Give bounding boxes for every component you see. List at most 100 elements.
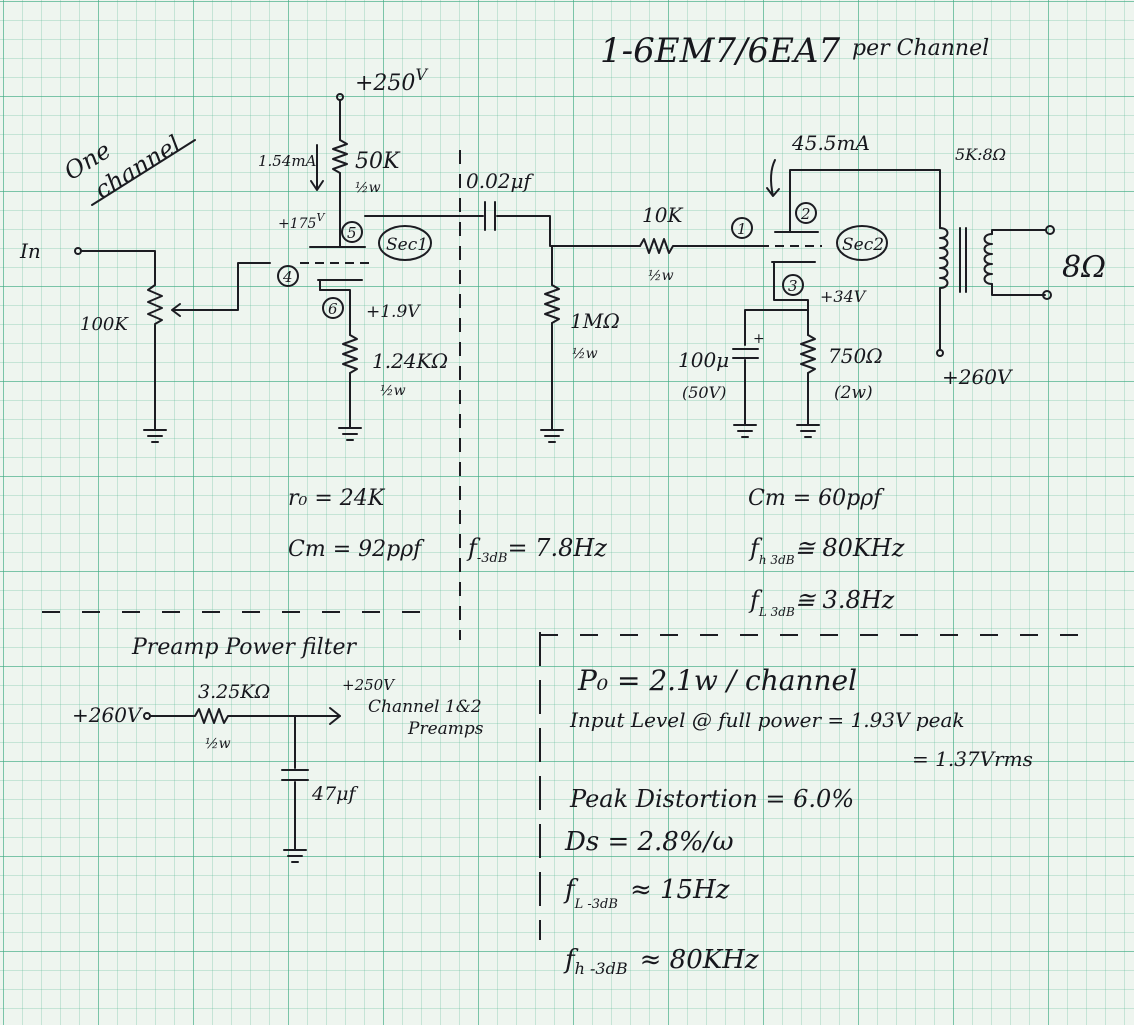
output-cathode-resistor-power: (2w) [834,383,873,403]
b-plus-voltage: +260V [942,365,1014,389]
input-wire [80,250,156,286]
grid-stopper [639,238,761,254]
grid2-pin-label: 1 [737,220,747,238]
spec-input-rms: = 1.37Vrms [912,747,1033,771]
spec-ds: Ds = 2.8%/ω [564,827,734,857]
plate-resistor [332,139,348,174]
output-current-arrow [766,159,780,197]
cathode1-pin-circle [322,297,344,319]
section1-label: Sec1 [386,235,428,255]
grid-pin-label: 4 [282,268,293,286]
transformer-ratio: 5K:8Ω [955,145,1006,164]
filter-resistor-power: ½w [205,736,231,752]
output-cm: Cm = 60pρf [748,486,885,511]
input-label: In [19,239,41,263]
pot-wiper-arrow [171,303,186,317]
plate1-pin-label: 5 [347,224,357,242]
plate-current: 1.54mA [258,152,317,170]
grid-pin-circle [277,265,299,287]
plate2-pin-circle [795,202,817,224]
bypass-ground-icon [733,424,757,438]
plate1-pin-circle [341,221,363,243]
cathode-resistor [342,334,358,374]
grid-stopper-value: 10K [642,203,683,227]
filter-capacitor [281,715,309,851]
plate2-pin-label: 2 [800,205,811,223]
transformer-core [959,227,967,293]
cathode1-pin-label: 6 [328,300,338,318]
bypass-cap-value: 100μ [678,348,729,372]
output-cathode-resistor [800,334,816,374]
transformer-primary [939,227,949,289]
plate-voltage: +175V [278,211,325,232]
output-cathode-voltage: +34V [820,287,867,306]
bypass-cap-voltage: (50V) [682,383,726,402]
preamp-cm: Cm = 92pρf [288,537,425,562]
filter-output-label-2: Preamps [407,719,484,739]
grid-leak-power: ½w [572,346,598,362]
channel-note-underline [91,139,196,206]
cathode2-pin-circle [782,274,804,296]
section1-bubble [378,225,432,261]
title: 1-6EM7/6EA7 [600,31,840,71]
cathode-voltage: +1.9V [366,302,421,322]
grid-wire [184,262,271,311]
filter-output-voltage: +250V [342,676,396,694]
output-plate-wire [789,169,941,233]
spec-input-level: Input Level @ full power = 1.93V peak [569,708,965,732]
b-plus-terminal [936,349,944,357]
cathode-resistor-value: 1.24KΩ [372,349,448,373]
section2-bubble [836,225,888,261]
transformer-secondary [983,233,993,285]
bypass-cap-wire [744,309,809,346]
coupling-wire-right [496,215,641,247]
grid-stopper-power: ½w [648,268,674,284]
output-fl: fL 3dB≅ 3.8Hz [748,586,895,619]
filter-output-label-1: Channel 1&2 [368,697,482,717]
preamp-ro: r₀ = 24K [288,486,386,511]
filter-cap-value: 47μf [311,783,359,805]
filter-ground-icon [283,849,307,863]
subtitle: per Channel [852,36,989,61]
coupling-cap-value: 0.02μf [466,169,535,193]
section2-label: Sec2 [842,235,884,255]
output-cathode-ground-icon [796,424,820,438]
filter-title: Preamp Power filter [131,635,357,660]
spec-po: P₀ = 2.1w / channel [577,664,857,697]
output-cathode-wire [773,271,809,336]
spec-distortion: Peak Distortion = 6.0% [569,785,854,813]
filter-output-arrow [329,707,341,725]
filter-resistor [149,708,341,724]
speaker-terminal-top [1045,225,1055,235]
bypass-cap-plus: + [753,331,765,347]
coupling-f3db: f-3dB= 7.8Hz [466,534,607,566]
plate-resistor-value: 50K [355,149,401,174]
pot-ground-icon [143,429,167,443]
grid-leak-resistor [544,284,560,324]
load-impedance: 8Ω [1062,250,1106,285]
plate-resistor-power: ½w [355,180,381,196]
cathode1-ground-icon [338,427,362,441]
speaker-terminal-bottom [1042,290,1052,300]
output-plate-current: 45.5mA [791,131,870,155]
pot-value: 100K [80,314,129,335]
grid-leak-ground-icon [540,429,564,443]
spec-fl: fL -3dB≈ 15Hz [563,875,730,912]
cathode1-wire [319,289,351,336]
output-cathode-resistor-value: 750Ω [828,344,883,368]
coupling-capacitor [484,201,496,231]
filter-resistor-value: 3.25KΩ [198,681,270,703]
output-fh: fh 3dB≅ 80KHz [748,534,905,567]
grid-leak-value: 1MΩ [570,309,620,333]
cathode2-pin-label: 3 [788,277,798,295]
filter-input: +260V [72,703,144,727]
secondary-wires [991,229,1046,296]
preamp-supply: +250V [355,65,428,96]
volume-pot [147,284,163,325]
cathode-resistor-power: ½w [380,383,406,399]
bypass-capacitor [732,348,759,359]
grid2-pin-circle [731,217,753,239]
plate-current-arrow [310,144,324,191]
